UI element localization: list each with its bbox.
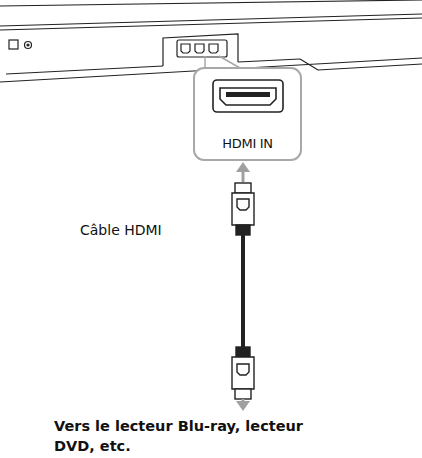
destination-note: Vers le lecteur Blu-ray, lecteur DVD, et… bbox=[54, 417, 324, 456]
hdmi-cable bbox=[241, 235, 245, 347]
insert-arrow bbox=[236, 162, 250, 182]
port-callout-box: HDMI IN bbox=[193, 67, 302, 161]
hdmi-plug-top bbox=[232, 183, 254, 235]
insert-arrow bbox=[236, 399, 250, 411]
port-panel bbox=[177, 40, 227, 57]
port-name: HDMI IN bbox=[195, 136, 300, 151]
hdmi-plug-bottom bbox=[232, 347, 254, 399]
small-jacks bbox=[9, 40, 32, 49]
hdmi-port-icon bbox=[212, 79, 284, 113]
cable-label: Câble HDMI bbox=[80, 221, 230, 240]
node-text-stack: HDMI IN bbox=[195, 136, 300, 151]
